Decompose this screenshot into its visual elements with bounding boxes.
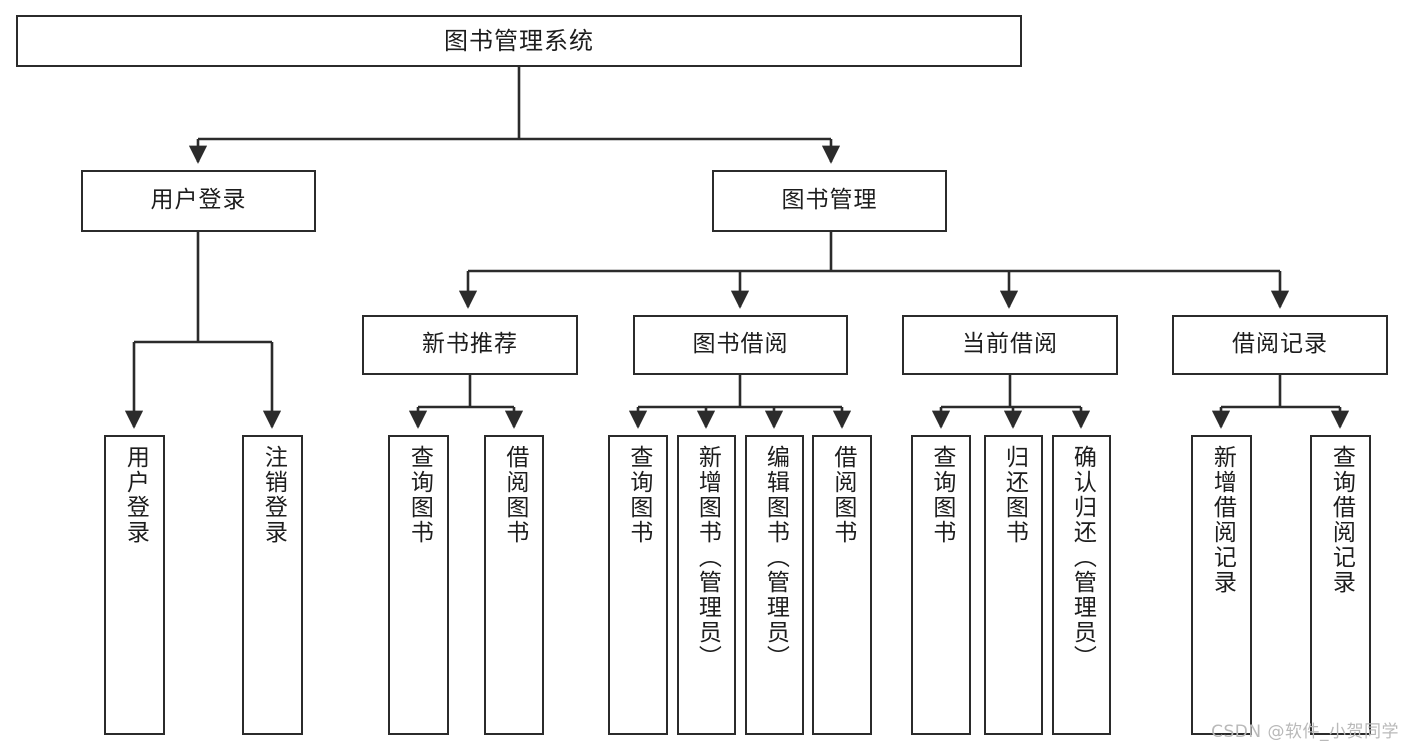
node-leaf-add-book[interactable]: 新增图书（管理员） (677, 435, 736, 735)
node-leaf-query-book-2-label: 查询图书 (625, 445, 652, 545)
node-leaf-edit-book[interactable]: 编辑图书（管理员） (745, 435, 804, 735)
node-current-borrow[interactable]: 当前借阅 (902, 315, 1118, 375)
node-book-borrow[interactable]: 图书借阅 (633, 315, 848, 375)
node-new-book-rec-label: 新书推荐 (422, 331, 518, 358)
node-leaf-add-record[interactable]: 新增借阅记录 (1191, 435, 1252, 735)
node-book-manage[interactable]: 图书管理 (712, 170, 947, 232)
node-root-label: 图书管理系统 (444, 26, 594, 55)
node-leaf-user-login[interactable]: 用户登录 (104, 435, 165, 735)
node-leaf-borrow-book-2-label: 借阅图书 (829, 445, 856, 545)
node-leaf-query-record[interactable]: 查询借阅记录 (1310, 435, 1371, 735)
node-leaf-confirm-return-label: 确认归还（管理员） (1069, 445, 1096, 670)
node-leaf-add-record-label: 新增借阅记录 (1209, 445, 1236, 595)
node-leaf-query-book-3-label: 查询图书 (928, 445, 955, 545)
node-leaf-borrow-book-2[interactable]: 借阅图书 (812, 435, 872, 735)
node-user-login-label: 用户登录 (150, 187, 247, 214)
node-leaf-user-logout[interactable]: 注销登录 (242, 435, 303, 735)
node-leaf-query-book-3[interactable]: 查询图书 (911, 435, 971, 735)
node-leaf-query-book-1-label: 查询图书 (406, 445, 433, 545)
node-book-borrow-label: 图书借阅 (692, 331, 789, 358)
node-root[interactable]: 图书管理系统 (16, 15, 1022, 67)
node-leaf-query-record-label: 查询借阅记录 (1328, 445, 1355, 595)
node-current-borrow-label: 当前借阅 (962, 331, 1058, 358)
node-new-book-rec[interactable]: 新书推荐 (362, 315, 578, 375)
node-leaf-user-login-label: 用户登录 (122, 445, 149, 545)
watermark-text: CSDN @软件_小贺同学 (1211, 722, 1399, 742)
node-user-login[interactable]: 用户登录 (81, 170, 316, 232)
node-leaf-query-book-2[interactable]: 查询图书 (608, 435, 668, 735)
node-leaf-return-book[interactable]: 归还图书 (984, 435, 1043, 735)
node-book-manage-label: 图书管理 (781, 187, 878, 214)
node-borrow-record-label: 借阅记录 (1232, 331, 1328, 358)
node-borrow-record[interactable]: 借阅记录 (1172, 315, 1388, 375)
node-leaf-confirm-return[interactable]: 确认归还（管理员） (1052, 435, 1111, 735)
node-leaf-edit-book-label: 编辑图书（管理员） (762, 445, 789, 670)
node-leaf-return-book-label: 归还图书 (1001, 445, 1028, 545)
node-leaf-add-book-label: 新增图书（管理员） (694, 445, 721, 670)
node-leaf-query-book-1[interactable]: 查询图书 (388, 435, 449, 735)
node-leaf-borrow-book-1-label: 借阅图书 (501, 445, 528, 545)
node-leaf-borrow-book-1[interactable]: 借阅图书 (484, 435, 544, 735)
node-leaf-user-logout-label: 注销登录 (260, 445, 287, 545)
